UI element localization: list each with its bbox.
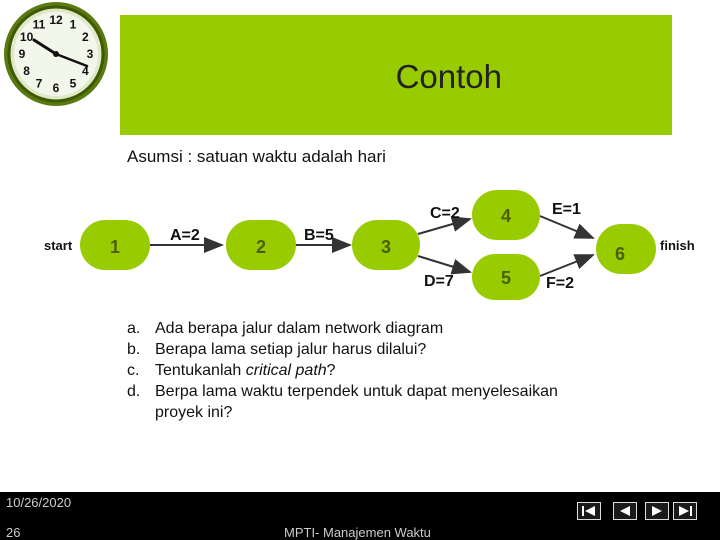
first-icon	[582, 506, 595, 516]
prev-icon	[620, 506, 630, 516]
node-3: 3	[352, 220, 420, 270]
question-c: c. Tentukanlah critical path?	[127, 362, 336, 379]
finish-label: finish	[660, 238, 695, 253]
edge-3-5	[417, 255, 472, 275]
svg-text:2: 2	[256, 237, 266, 257]
clock-number: 9	[19, 47, 26, 61]
clock-number: 2	[82, 30, 89, 44]
title-banner	[120, 15, 672, 135]
last-slide-button[interactable]	[673, 502, 697, 520]
clock-number: 11	[33, 18, 46, 32]
last-icon	[679, 506, 692, 516]
node-6: 6	[596, 224, 656, 274]
node-2: 2	[226, 220, 296, 270]
node-4: 4	[472, 190, 540, 240]
edge-label-f: F=2	[546, 275, 574, 292]
edge-3-4	[417, 216, 472, 235]
edge-label-d: D=7	[424, 273, 454, 290]
footer-label: MPTI- Manajemen Waktu	[284, 525, 431, 540]
footer-date: 10/26/2020	[6, 495, 72, 510]
clock-number: 1	[70, 18, 77, 32]
question-a: a. Ada berapa jalur dalam network diagra…	[127, 320, 444, 337]
first-slide-button[interactable]	[577, 502, 601, 520]
question-d: d. Berpa lama waktu terpendek untuk dapa…	[127, 383, 558, 400]
edge-4-6	[539, 215, 595, 239]
svg-text:4: 4	[501, 206, 511, 226]
clock-number: 6	[53, 81, 60, 95]
assumption-text: Asumsi : satuan waktu adalah hari	[127, 147, 386, 166]
question-b: b. Berapa lama setiap jalur harus dilalu…	[127, 341, 427, 358]
node-5: 5	[472, 254, 540, 300]
start-label: start	[44, 238, 73, 253]
svg-text:5: 5	[501, 268, 511, 288]
next-slide-button[interactable]	[645, 502, 669, 520]
slide-title: Contoh	[395, 58, 502, 95]
next-icon	[652, 506, 662, 516]
edge-label-e: E=1	[552, 201, 581, 218]
prev-slide-button[interactable]	[613, 502, 637, 520]
svg-text:1: 1	[110, 237, 120, 257]
edge-5-6	[539, 254, 595, 277]
svg-text:6: 6	[615, 244, 625, 264]
edge-label-b: B=5	[304, 227, 334, 244]
clock-number: 10	[20, 30, 34, 44]
footer-bar: 10/26/2020 26 MPTI- Manajemen Waktu	[0, 492, 720, 540]
page-number: 26	[6, 525, 21, 540]
svg-text:3: 3	[381, 237, 391, 257]
edge-label-a: A=2	[170, 227, 200, 244]
clock-number: 8	[23, 64, 30, 78]
question-list: a. Ada berapa jalur dalam network diagra…	[127, 318, 558, 423]
network-diagram: start finish A=2 B=5 C=2 D=7 E=1 F=2 1 2…	[44, 190, 695, 300]
clock-number: 12	[49, 13, 63, 27]
clock-number: 3	[87, 47, 94, 61]
clock-number: 4	[82, 64, 89, 78]
clock-number: 5	[70, 76, 77, 90]
node-1: 1	[80, 220, 150, 270]
question-d-continuation: proyek ini?	[155, 404, 233, 421]
clock-number: 7	[36, 76, 43, 90]
edge-label-c: C=2	[430, 205, 460, 222]
